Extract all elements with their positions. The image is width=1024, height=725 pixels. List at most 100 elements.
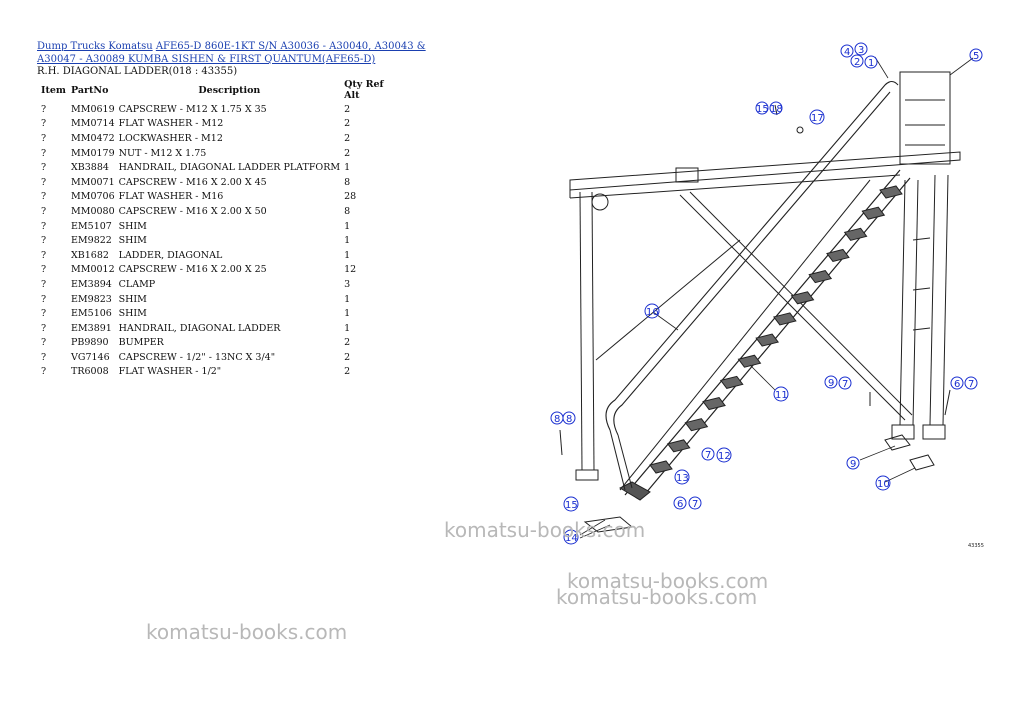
svg-text:15: 15	[565, 500, 578, 511]
breadcrumb: Dump Trucks Komatsu AFE65-D 860E-1KT S/N…	[37, 40, 467, 66]
cell-description: FLAT WASHER - M16	[118, 191, 224, 203]
cell-item: ?	[41, 337, 47, 349]
cell-qty: 28	[344, 191, 357, 203]
cell-partno: MM0619	[71, 103, 115, 115]
svg-text:17: 17	[811, 113, 824, 124]
cell-item: ?	[41, 264, 47, 276]
callout-9-mid[interactable]: 9	[824, 375, 838, 389]
breadcrumb-link-category[interactable]: Dump Trucks Komatsu	[37, 41, 153, 52]
callout-4[interactable]: 4	[840, 44, 854, 58]
svg-text:9: 9	[850, 459, 856, 470]
cell-qty: 1	[344, 220, 351, 232]
handrail	[605, 80, 899, 491]
cell-qty: 8	[344, 205, 351, 217]
callout-3[interactable]: 3	[854, 42, 868, 56]
cell-item: ?	[41, 147, 47, 159]
cell-item: ?	[41, 235, 47, 247]
callout-6-low[interactable]: 6	[673, 496, 687, 510]
cell-qty: 1	[344, 308, 351, 320]
callout-10[interactable]: 10	[875, 475, 891, 491]
platform-beam	[569, 151, 961, 211]
callout-12[interactable]: 12	[716, 447, 732, 463]
shim-plates	[559, 104, 951, 533]
cell-description: FLAT WASHER - M12	[118, 118, 224, 130]
watermark: komatsu-books.com	[146, 620, 348, 644]
cell-qty: 2	[344, 147, 351, 159]
callout-13[interactable]: 13	[674, 469, 690, 485]
svg-text:14: 14	[565, 533, 578, 544]
cell-description: CLAMP	[118, 278, 156, 290]
svg-text:12: 12	[718, 451, 731, 462]
callout-7-bottom[interactable]: 7	[688, 496, 702, 510]
callout-7-low[interactable]: 7	[701, 447, 715, 461]
cell-partno: MM0071	[71, 176, 115, 188]
cell-description: SHIM	[118, 293, 147, 305]
cell-item: ?	[41, 366, 47, 378]
leader-lines	[579, 56, 974, 539]
svg-text:10: 10	[877, 479, 890, 490]
cell-qty: 3	[344, 278, 351, 290]
cross-bracing	[595, 191, 913, 421]
callout-5[interactable]: 5	[969, 48, 983, 62]
parts-table: Item PartNo Description Qty Ref Alt ?MM0…	[37, 78, 398, 379]
ladder-tread	[755, 333, 780, 347]
cell-partno: MM0012	[71, 264, 115, 276]
cell-partno: EM5106	[71, 308, 112, 320]
cell-description: SHIM	[118, 235, 147, 247]
cell-description: CAPSCREW - M16 X 2.00 X 25	[118, 264, 267, 276]
cell-qty: 2	[344, 337, 351, 349]
svg-text:7: 7	[705, 450, 711, 461]
callout-7-mid[interactable]: 7	[838, 376, 852, 390]
callout-18[interactable]: 18	[769, 101, 783, 115]
svg-text:8: 8	[566, 414, 572, 425]
ladder-treads	[649, 185, 903, 474]
svg-text:5: 5	[973, 51, 979, 62]
callout-16[interactable]: 16	[644, 303, 660, 319]
ladder-tread	[649, 460, 673, 474]
ladder-tread	[808, 270, 833, 284]
callout-1[interactable]: 1	[864, 55, 878, 69]
callout-14[interactable]: 14	[563, 529, 579, 545]
cell-qty: 2	[344, 366, 351, 378]
watermark: komatsu-books.com	[444, 518, 646, 542]
svg-text:3: 3	[858, 45, 864, 56]
callout-2[interactable]: 2	[850, 54, 864, 68]
section-title: R.H. DIAGONAL LADDER(018 : 43355)	[37, 66, 238, 77]
callout-7-right[interactable]: 7	[964, 376, 978, 390]
cell-qty: 2	[344, 351, 351, 363]
svg-text:1: 1	[868, 58, 874, 69]
callout-17[interactable]: 17	[809, 109, 825, 125]
svg-text:8: 8	[554, 414, 560, 425]
cell-item: ?	[41, 176, 47, 188]
cell-description: CAPSCREW - M12 X 1.75 X 35	[118, 103, 267, 115]
callout-6-right[interactable]: 6	[950, 376, 964, 390]
cell-qty: 2	[344, 132, 351, 144]
cell-partno: EM9823	[71, 293, 112, 305]
callout-8-left-b[interactable]: 8	[562, 411, 576, 425]
callout-9-low[interactable]: 9	[846, 456, 860, 470]
ladder-tread	[666, 439, 691, 453]
callout-8-left[interactable]: 8	[550, 411, 564, 425]
callout-15-low[interactable]: 15	[563, 496, 579, 512]
cell-qty: 12	[344, 264, 357, 276]
header-qty: Qty Ref Alt	[344, 79, 384, 101]
cell-item: ?	[41, 191, 47, 203]
svg-text:13: 13	[676, 473, 689, 484]
cell-description: SHIM	[118, 308, 147, 320]
breadcrumb-link-model[interactable]: AFE65-D 860E-1KT S/N A30036 - A30040, A3…	[37, 41, 426, 65]
cell-item: ?	[41, 220, 47, 232]
callout-15-top[interactable]: 15	[755, 101, 769, 115]
callout-11[interactable]: 11	[773, 386, 789, 402]
cell-description: HANDRAIL, DIAGONAL LADDER	[118, 322, 281, 334]
cell-partno: MM0714	[71, 118, 115, 130]
ladder-tread	[790, 291, 815, 305]
cell-item: ?	[41, 132, 47, 144]
